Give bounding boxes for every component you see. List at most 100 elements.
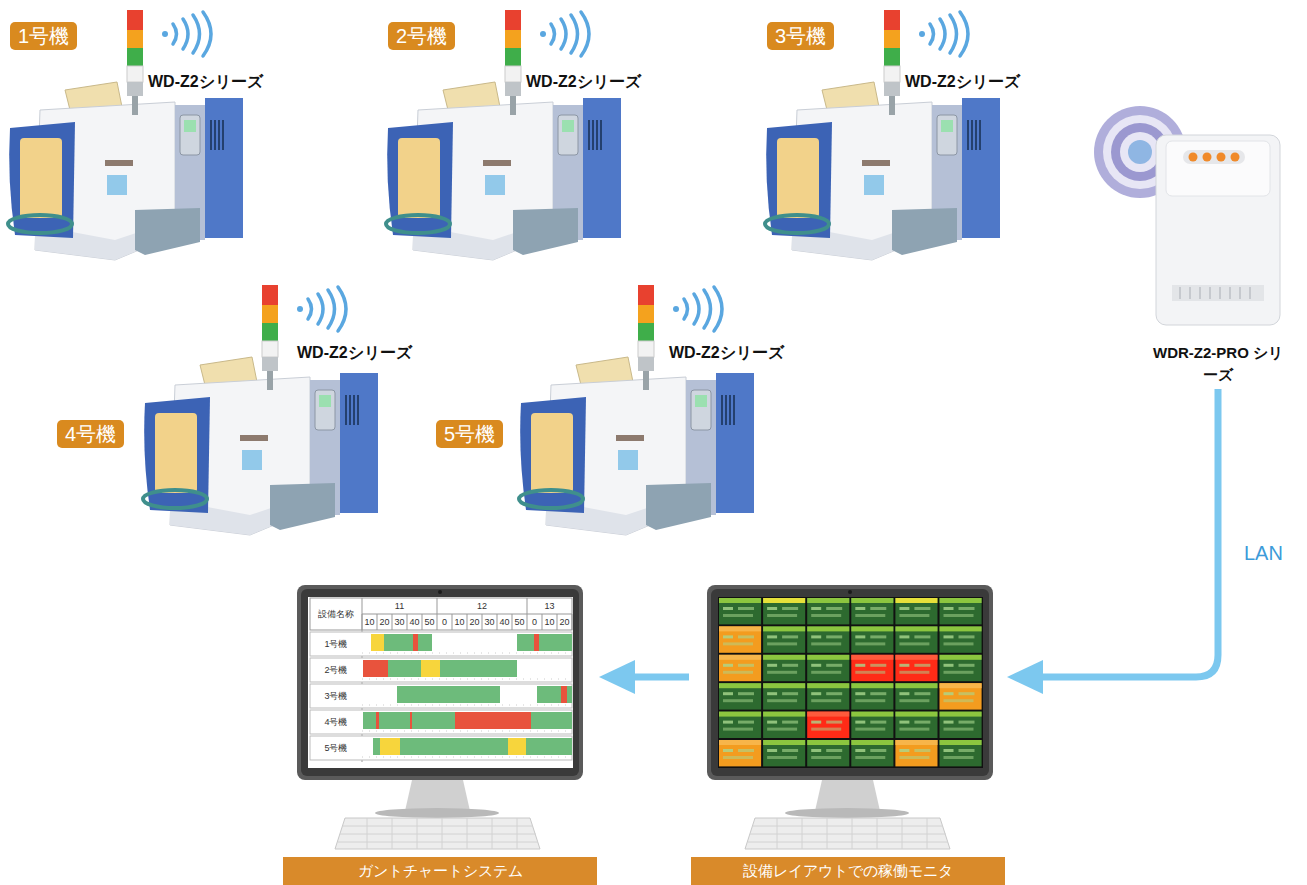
tile-detail: [738, 607, 754, 610]
tile-detail: [870, 749, 886, 752]
tile-detail: [738, 721, 754, 724]
gantt-bar: [567, 686, 572, 703]
layout-tile: [940, 598, 982, 624]
led: [1203, 153, 1212, 162]
layout-tile: [763, 626, 805, 652]
layout-tile: [895, 598, 937, 624]
layout-tile: [807, 740, 849, 766]
receiver-vent: [1180, 287, 1250, 299]
tile-detail: [767, 614, 797, 617]
time-tick: 40: [497, 616, 512, 628]
gantt-bar: [388, 660, 421, 677]
tile-detail: [767, 699, 797, 702]
layout-tile: [895, 740, 937, 766]
machine-tool: [386, 10, 621, 260]
led: [1217, 153, 1226, 162]
tile-header: [719, 683, 761, 688]
layout-tile: [807, 683, 849, 709]
gantt-bar: [413, 634, 418, 651]
gantt-tick: [362, 614, 363, 630]
tile-header: [807, 598, 849, 603]
gantt-bars: [310, 614, 572, 760]
layout-tile: [851, 683, 893, 709]
time-tick: 20: [557, 616, 572, 628]
tile-detail: [914, 721, 930, 724]
tile-header: [719, 655, 761, 660]
tile-detail: [870, 721, 886, 724]
tile-detail: [959, 721, 975, 724]
tile-detail: [826, 692, 842, 695]
gantt-bar: [561, 686, 567, 703]
tile-detail: [899, 749, 909, 752]
tile-detail: [855, 699, 885, 702]
machine-number: 5号機: [436, 420, 503, 448]
gantt-bar: [531, 712, 572, 729]
tile-detail: [767, 671, 797, 674]
layout-tile: [895, 683, 937, 709]
layout-tile: [807, 598, 849, 624]
gantt-tick: [512, 614, 513, 630]
connector: [599, 660, 689, 694]
tile-detail: [811, 728, 841, 731]
gantt-bar: [508, 738, 526, 755]
receiver-case: [1156, 135, 1280, 325]
layout-tile: [763, 683, 805, 709]
machine-row-name: 3号機: [310, 690, 362, 702]
time-tick: 40: [407, 616, 422, 628]
time-tick: 0: [437, 616, 452, 628]
time-tick: 50: [422, 616, 437, 628]
tile-header: [763, 712, 805, 717]
tile-detail: [723, 749, 733, 752]
tile-detail: [811, 756, 841, 759]
layout-tile: [940, 655, 982, 681]
machine-number: 2号機: [388, 22, 455, 50]
tile-header: [807, 712, 849, 717]
layout-tiles: [719, 598, 982, 766]
time-tick: 0: [527, 616, 542, 628]
layout-tile: [895, 626, 937, 652]
tile-detail: [811, 749, 821, 752]
transmitter-name: WD-Z2シリーズ: [905, 72, 1020, 92]
tile-detail: [782, 664, 798, 667]
layout-tile: [851, 598, 893, 624]
gantt-bar: [400, 738, 508, 755]
tile-detail: [899, 721, 909, 724]
connector: [1007, 389, 1218, 694]
layout-tile: [807, 626, 849, 652]
tile-header: [763, 626, 805, 631]
layout-tile: [895, 655, 937, 681]
transmitter-name: WD-Z2シリーズ: [297, 343, 412, 363]
tile-header: [940, 626, 982, 631]
tile-detail: [723, 721, 733, 724]
tile-detail: [944, 614, 974, 617]
tile-detail: [944, 756, 974, 759]
gantt-bar: [412, 712, 455, 729]
gantt-bar: [380, 738, 400, 755]
gantt-tick: [362, 679, 572, 680]
tile-detail: [899, 671, 929, 674]
tile-header: [719, 740, 761, 745]
tile-detail: [855, 642, 885, 645]
tile-detail: [855, 664, 865, 667]
table-header: 11: [362, 600, 437, 612]
tile-header: [719, 598, 761, 603]
tile-header: [807, 740, 849, 745]
tile-detail: [723, 664, 733, 667]
tile-detail: [855, 749, 865, 752]
tile-detail: [723, 642, 753, 645]
tile-detail: [826, 664, 842, 667]
layout-tile: [719, 740, 761, 766]
layout-tile: [940, 712, 982, 738]
machine-tool: [143, 285, 378, 535]
machine-number: 3号機: [767, 22, 834, 50]
screen: [308, 597, 573, 768]
tile-detail: [767, 692, 777, 695]
arrow-head: [1007, 660, 1043, 694]
tile-detail: [782, 692, 798, 695]
tile-header: [807, 683, 849, 688]
gantt-bar: [397, 686, 500, 703]
machine-number: 1号機: [10, 22, 77, 50]
tile-detail: [870, 692, 886, 695]
tile-detail: [767, 756, 797, 759]
